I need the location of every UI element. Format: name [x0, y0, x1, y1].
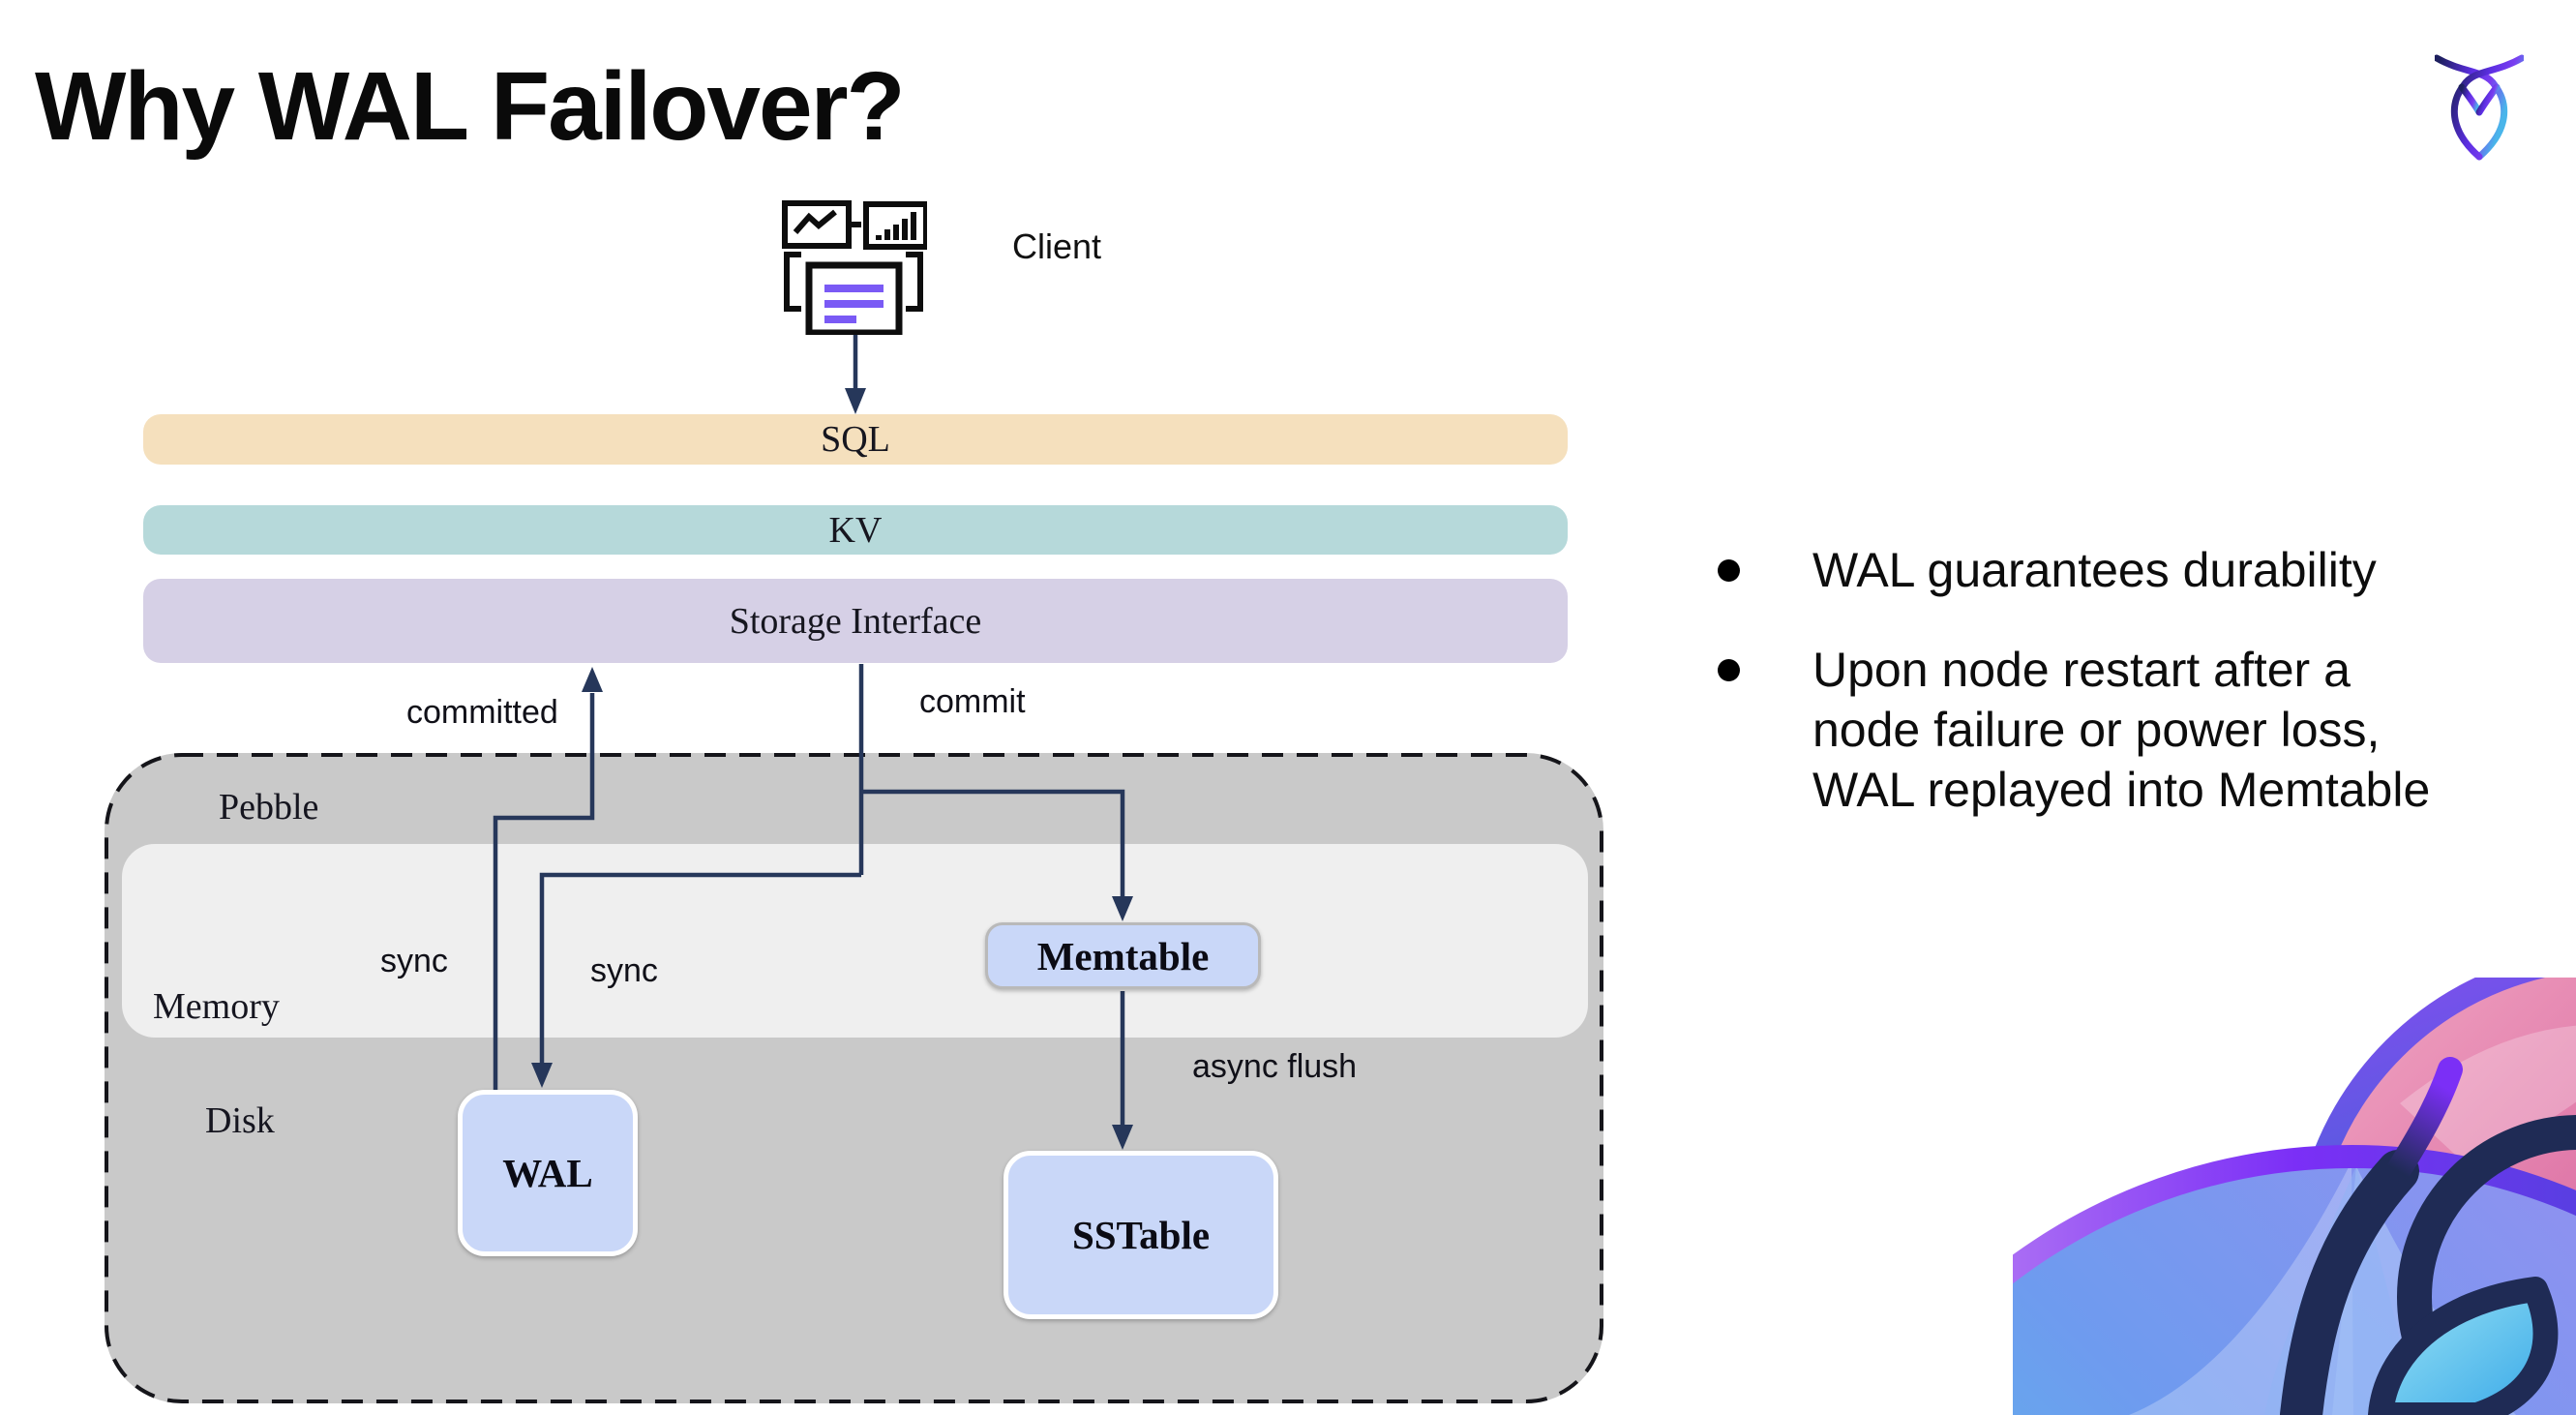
memtable-node: Memtable [985, 922, 1261, 989]
client-arrow [845, 335, 866, 414]
layer-sql: SQL [143, 414, 1568, 465]
async-flush-edge-label: async flush [1192, 1048, 1358, 1085]
cockroachdb-logo-icon [2435, 54, 2524, 161]
bullet-item: WAL guarantees durability [1689, 540, 2540, 600]
bar-chart-icon [863, 201, 927, 250]
layer-sql-label: SQL [821, 419, 890, 460]
sync-out-edge-label: sync [380, 943, 448, 979]
bullet-item: Upon node restart after a node failure o… [1689, 640, 2540, 820]
bracket-left-icon [784, 252, 801, 312]
layer-storage-label: Storage Interface [729, 600, 982, 642]
memtable-label: Memtable [1036, 933, 1210, 978]
commit-edge-label: commit [919, 683, 1026, 720]
client-label: Client [1012, 226, 1102, 266]
layer-kv-label: KV [828, 509, 883, 551]
memory-label: Memory [153, 986, 280, 1027]
bracket-right-icon [906, 252, 923, 312]
client-icon [782, 200, 927, 335]
line-chart-icon [782, 200, 852, 249]
layer-storage-interface: Storage Interface [143, 579, 1568, 663]
brand-graphic [2013, 978, 2576, 1415]
wal-node: WAL [458, 1090, 638, 1256]
document-icon [805, 261, 903, 335]
dash-separator [852, 222, 861, 227]
pebble-label: Pebble [219, 787, 319, 828]
pebble-dashed-border [105, 753, 1603, 1403]
disk-label: Disk [205, 1100, 275, 1141]
page-title: Why WAL Failover? [35, 52, 906, 161]
sstable-label: SSTable [1071, 1213, 1211, 1257]
sync-in-edge-label: sync [590, 952, 658, 989]
committed-edge-label: committed [406, 694, 558, 731]
layer-kv: KV [143, 505, 1568, 555]
wal-label: WAL [502, 1151, 593, 1195]
sstable-node: SSTable [1003, 1151, 1278, 1319]
bullet-list: WAL guarantees durability Upon node rest… [1689, 540, 2540, 820]
memory-region [122, 844, 1588, 1038]
